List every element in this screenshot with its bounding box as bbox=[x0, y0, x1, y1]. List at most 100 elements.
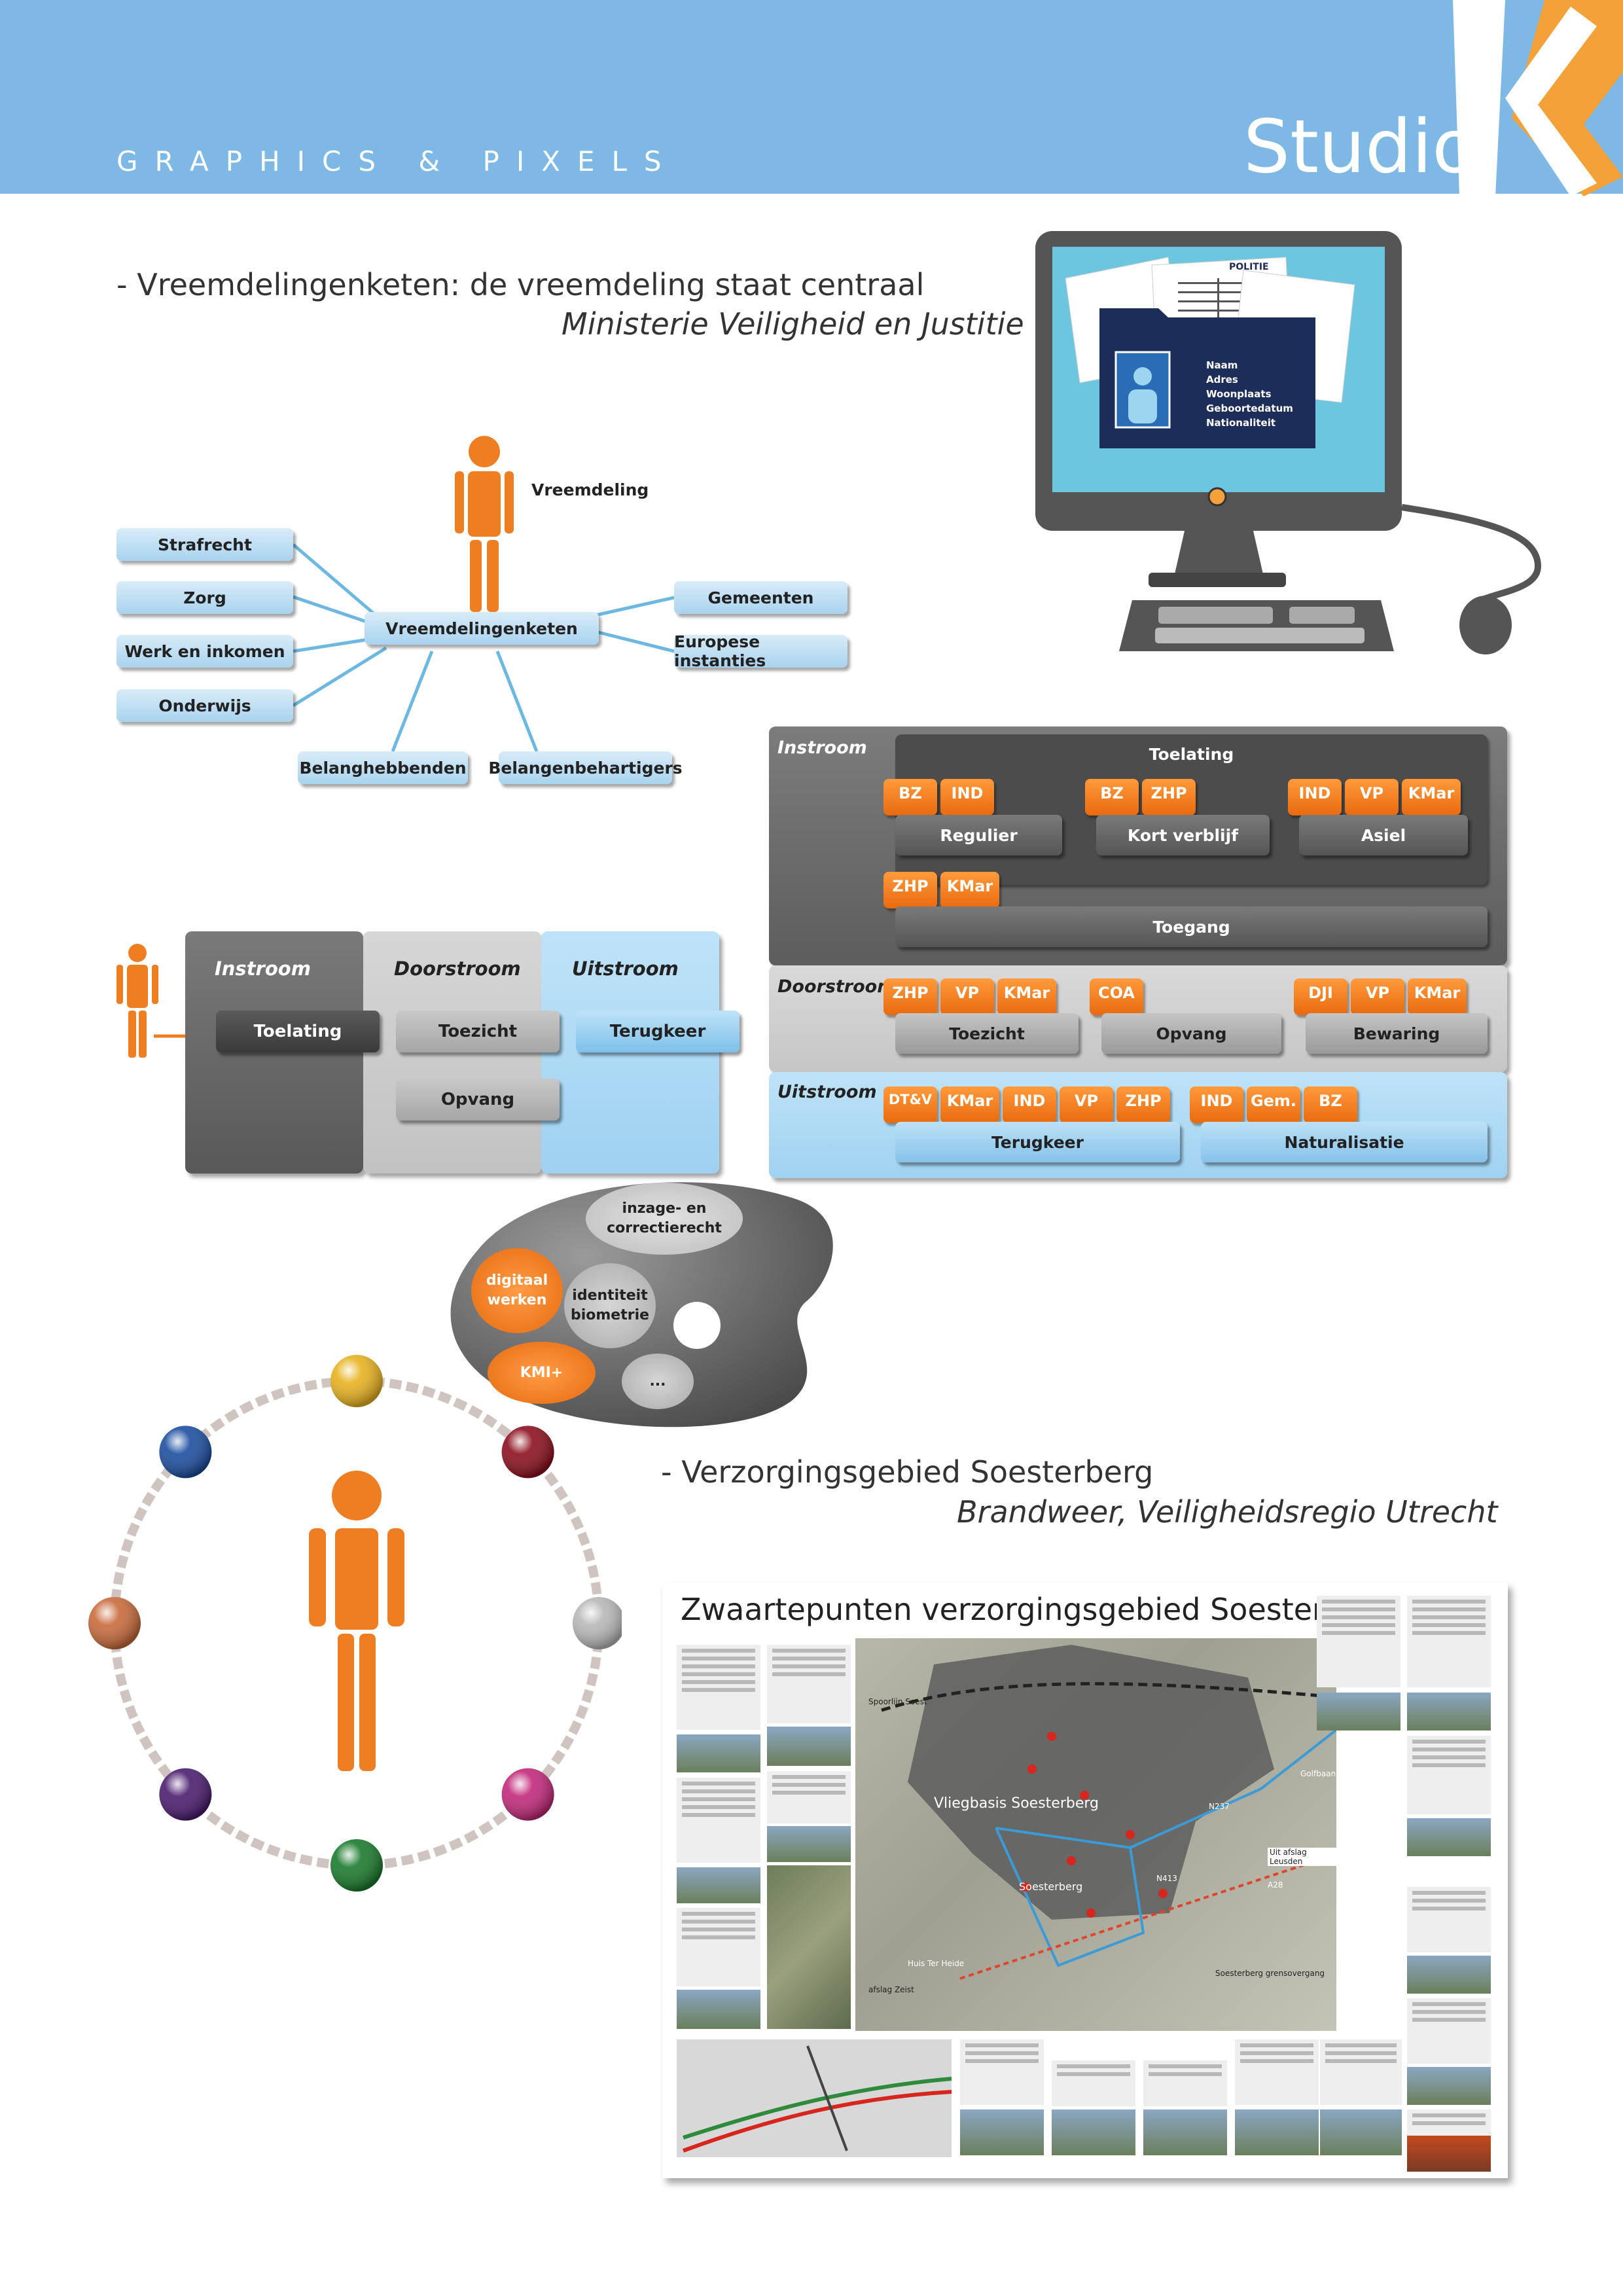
vreemdeling-person-icon bbox=[455, 436, 514, 612]
poster-textblock bbox=[1143, 2060, 1227, 2106]
poster-textblock bbox=[960, 2039, 1044, 2105]
bead-shine bbox=[330, 1839, 383, 1892]
tag-ind: IND bbox=[1003, 1086, 1056, 1123]
poster-aerial-photo bbox=[767, 1865, 851, 2029]
poster-photo bbox=[677, 1867, 760, 1903]
map-label-a28: A28 bbox=[1268, 1880, 1283, 1890]
tag-vp: VP bbox=[1345, 779, 1399, 816]
studio-wordmark: Studio bbox=[1243, 105, 1477, 190]
bead-shine bbox=[330, 1355, 383, 1407]
tag-gem: Gem. bbox=[1247, 1086, 1300, 1123]
id-field-woonplaats: Woonplaats bbox=[1206, 388, 1272, 400]
map-label-grensovergang: Soesterberg grensovergang bbox=[1215, 1969, 1325, 1978]
map-label-n413: N413 bbox=[1156, 1874, 1177, 1883]
tag-zhp: ZHP bbox=[1142, 779, 1196, 816]
network-node-gemeenten: Gemeenten bbox=[674, 581, 847, 614]
tag-kmar: KMar bbox=[1402, 779, 1461, 816]
tag-kmar: KMar bbox=[940, 872, 999, 908]
flow-button-toezicht: Toezicht bbox=[396, 1011, 560, 1052]
computer-illustration bbox=[1035, 231, 1542, 655]
tag-bz: BZ bbox=[883, 779, 937, 816]
bar-regulier: Regulier bbox=[895, 815, 1062, 855]
flow-column-uitstroom bbox=[541, 931, 719, 1174]
network-node-zorg: Zorg bbox=[116, 581, 293, 614]
tag-bz: BZ bbox=[1085, 779, 1139, 816]
id-field-nationaliteit: Nationaliteit bbox=[1206, 417, 1276, 429]
tag-dtv: DT&V bbox=[883, 1086, 937, 1123]
id-field-adres: Adres bbox=[1206, 374, 1238, 386]
poster-map: Vliegbasis Soesterberg Soesterberg N237 … bbox=[855, 1638, 1338, 2031]
tag-dji: DJI bbox=[1294, 978, 1347, 1015]
poster-photo bbox=[677, 1990, 760, 2029]
tag-vp: VP bbox=[1060, 1086, 1113, 1123]
poster-photo bbox=[767, 1727, 851, 1766]
tag-ind: IND bbox=[940, 779, 994, 816]
poster-photo bbox=[1407, 2067, 1491, 2105]
poster-textblock bbox=[677, 1908, 760, 1986]
flow-button-opvang: Opvang bbox=[396, 1079, 560, 1121]
soesterberg-poster: Zwaartepunten verzorgingsgebied Soesterb… bbox=[662, 1583, 1508, 2178]
header-band bbox=[0, 0, 1623, 194]
tag-zhp: ZHP bbox=[1116, 1086, 1170, 1123]
tag-zhp: ZHP bbox=[883, 978, 937, 1015]
panel-label-instroom: Instroom bbox=[777, 738, 867, 758]
network-connector-lines bbox=[292, 543, 675, 752]
tag-kmar: KMar bbox=[940, 1086, 999, 1123]
bar-bewaring: Bewaring bbox=[1306, 1013, 1488, 1054]
panel-label-doorstroom: Doorstroom bbox=[777, 977, 896, 997]
poster-textblock bbox=[1407, 1596, 1491, 1687]
tagline: GRAPHICS & PIXELS bbox=[116, 145, 679, 177]
poster-textblock bbox=[677, 1778, 760, 1863]
politie-logo-text: POLITIE bbox=[1229, 262, 1269, 272]
bar-naturalisatie: Naturalisatie bbox=[1201, 1122, 1488, 1162]
section-client-ministerie: Ministerie Veiligheid en Justitie bbox=[562, 306, 1024, 342]
section-title-soesterberg: - Verzorgingsgebied Soesterberg bbox=[661, 1454, 1154, 1490]
poster-photo bbox=[1407, 1693, 1491, 1731]
id-card-fields: Naam Adres Woonplaats Geboortedatum Nati… bbox=[1206, 358, 1293, 430]
poster-photo bbox=[1407, 2136, 1491, 2172]
map-label-n237: N237 bbox=[1209, 1802, 1230, 1811]
poster-textblock bbox=[1407, 1736, 1491, 1814]
id-field-naam: Naam bbox=[1206, 359, 1238, 371]
map-label-vliegbasis: Vliegbasis Soesterberg bbox=[934, 1795, 1099, 1812]
palette-item-more: ... bbox=[622, 1354, 694, 1409]
network-center-vreemdelingenketen: Vreemdelingenketen bbox=[365, 612, 599, 645]
tag-coa: COA bbox=[1090, 978, 1143, 1015]
flow-person-icon bbox=[116, 944, 158, 1058]
bead-shine bbox=[88, 1597, 141, 1649]
vreemdeling-label: Vreemdeling bbox=[531, 480, 649, 499]
tag-zhp: ZHP bbox=[883, 872, 937, 908]
network-node-onderwijs: Onderwijs bbox=[116, 689, 293, 722]
bead-shine bbox=[501, 1426, 554, 1479]
map-label-huis-ter-heide: Huis Ter Heide bbox=[908, 1959, 965, 1968]
poster-textblock bbox=[1407, 1887, 1491, 1952]
tag-ind: IND bbox=[1190, 1086, 1243, 1123]
tag-ind: IND bbox=[1288, 779, 1342, 816]
poster-photo bbox=[767, 1826, 851, 1862]
bead-shine bbox=[501, 1768, 554, 1821]
id-field-geboortedatum: Geboortedatum bbox=[1206, 403, 1293, 414]
network-node-strafrecht: Strafrecht bbox=[116, 528, 293, 561]
poster-photo bbox=[1143, 2109, 1227, 2155]
poster-photo bbox=[960, 2109, 1044, 2155]
toelating-title: Toelating bbox=[1149, 745, 1234, 764]
poster-photo bbox=[1407, 1956, 1491, 1994]
tag-kmar: KMar bbox=[997, 978, 1056, 1015]
tag-vp: VP bbox=[940, 978, 994, 1015]
bead-shine bbox=[573, 1597, 622, 1649]
bar-toezicht: Toezicht bbox=[895, 1013, 1079, 1054]
bar-toegang: Toegang bbox=[895, 906, 1488, 947]
bar-opvang: Opvang bbox=[1101, 1013, 1281, 1054]
network-node-europese-instanties: Europese instanties bbox=[674, 632, 847, 670]
section-client-brandweer: Brandweer, Veiligheidsregio Utrecht bbox=[957, 1494, 1498, 1530]
bead-chain-circle bbox=[88, 1355, 622, 1892]
map-label-afslag-leusden: Uit afslag Leusden bbox=[1268, 1848, 1336, 1866]
poster-photo bbox=[677, 1734, 760, 1772]
tag-kmar: KMar bbox=[1408, 978, 1467, 1015]
studio-k-logo bbox=[1453, 0, 1623, 196]
poster-textblock bbox=[677, 1645, 760, 1730]
poster-photo bbox=[1235, 2109, 1319, 2155]
poster-textblock bbox=[1317, 1596, 1400, 1687]
poster-textblock bbox=[767, 1645, 851, 1723]
poster-photo bbox=[1320, 2109, 1402, 2155]
